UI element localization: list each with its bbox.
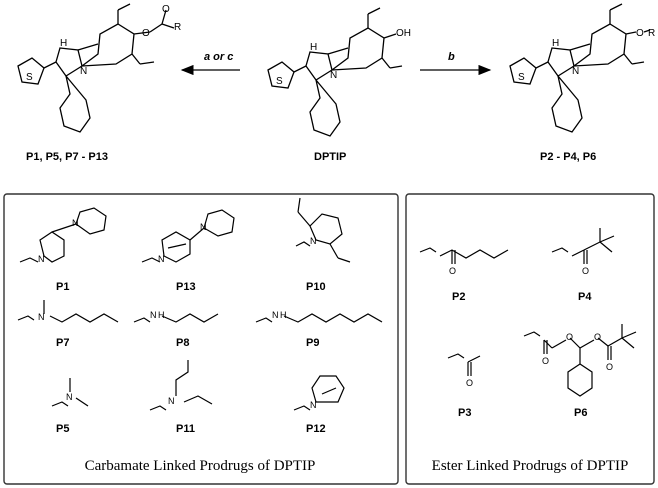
carbamate-structures — [17, 197, 383, 411]
atom-nh-center: H — [310, 42, 317, 53]
label-p2: P2 — [452, 291, 465, 303]
atom-nh-right: H — [552, 38, 559, 49]
p4-o: O — [582, 266, 589, 276]
dptip-label: DPTIP — [314, 151, 346, 163]
p1-n1: N — [38, 254, 45, 264]
dptip-atom-labels: S H N OH — [276, 28, 411, 87]
label-p5: P5 — [56, 423, 69, 435]
ester-atom-labels: O O O O O O O — [449, 266, 613, 388]
p11-n: N — [168, 396, 175, 406]
label-p7: P7 — [56, 337, 69, 349]
atom-s-center: S — [276, 76, 283, 87]
p6-o1: O — [542, 356, 549, 366]
structure-p8 — [133, 313, 219, 323]
label-p3: P3 — [458, 407, 471, 419]
p13-n1: N — [158, 254, 165, 264]
p5-n: N — [66, 392, 73, 402]
dptip-structure — [267, 7, 403, 137]
ester-panel-caption: Ester Linked Prodrugs of DPTIP — [432, 458, 629, 474]
p2-o: O — [449, 266, 456, 276]
structure-p2 — [419, 247, 509, 264]
p6-o3: O — [594, 332, 601, 342]
left-product-label: P1, P5, P7 - P13 — [26, 151, 108, 163]
arrow-left-conditions: a or c — [204, 51, 233, 63]
atom-o-left: O — [142, 28, 150, 39]
right-product-label: P2 - P4, P6 — [540, 151, 596, 163]
atom-o2-left: O — [162, 4, 170, 15]
atom-n-right: N — [572, 66, 579, 77]
arrow-right-conditions: b — [448, 51, 455, 63]
p9-h: H — [280, 310, 287, 320]
p1-n2: N — [72, 218, 79, 228]
atom-s-left: S — [26, 72, 33, 83]
atom-r-right: R — [648, 28, 655, 39]
structure-p3 — [447, 353, 481, 376]
structure-p1 — [19, 207, 107, 263]
p12-n: N — [310, 400, 317, 410]
ester-structures — [419, 228, 637, 397]
structure-p12 — [293, 375, 345, 411]
atom-n-center: N — [330, 70, 337, 81]
structure-p6 — [523, 324, 637, 397]
label-p6: P6 — [574, 407, 587, 419]
label-p12: P12 — [306, 423, 326, 435]
structure-p7 — [17, 300, 119, 323]
carbamate-atom-labels: N N N N N N N H N H N N N — [38, 218, 317, 410]
structure-p5 — [51, 378, 89, 407]
structure-p10 — [295, 197, 351, 263]
right-product-atom-labels: S H N O R — [518, 28, 655, 83]
left-product-atom-labels: S H N O O R — [26, 4, 181, 83]
p6-o2: O — [566, 332, 573, 342]
p3-o: O — [466, 378, 473, 388]
p13-n2: N — [200, 222, 207, 232]
carbamate-panel — [3, 193, 399, 485]
label-p10: P10 — [306, 281, 326, 293]
p6-o4: O — [606, 362, 613, 372]
p8-h: H — [158, 310, 165, 320]
label-p13: P13 — [176, 281, 196, 293]
structure-p11 — [149, 360, 213, 411]
atom-r-left: R — [174, 22, 181, 33]
carbamate-compound-labels: P1 P13 P10 P7 P8 P9 P5 P11 P12 — [56, 281, 326, 435]
structure-p13 — [141, 209, 235, 263]
p9-n: N — [272, 310, 279, 320]
atom-n-left: N — [80, 66, 87, 77]
label-p1: P1 — [56, 281, 69, 293]
p7-n: N — [38, 312, 45, 322]
p8-n: N — [150, 310, 157, 320]
p10-n: N — [310, 236, 317, 246]
atom-oh-center: OH — [396, 28, 411, 39]
structure-p4 — [551, 228, 615, 264]
label-p8: P8 — [176, 337, 189, 349]
ester-compound-labels: P2 P4 P3 P6 — [452, 291, 592, 419]
structure-p9 — [255, 313, 383, 323]
carbamate-panel-caption: Carbamate Linked Prodrugs of DPTIP — [85, 458, 316, 474]
ester-panel — [405, 193, 655, 485]
atom-nh-left: H — [60, 38, 67, 49]
atom-s-right: S — [518, 72, 525, 83]
label-p9: P9 — [306, 337, 319, 349]
atom-o-right: O — [636, 28, 644, 39]
label-p4: P4 — [578, 291, 592, 303]
label-p11: P11 — [176, 423, 195, 435]
left-product-structure — [17, 3, 175, 133]
right-product-structure — [509, 3, 651, 133]
